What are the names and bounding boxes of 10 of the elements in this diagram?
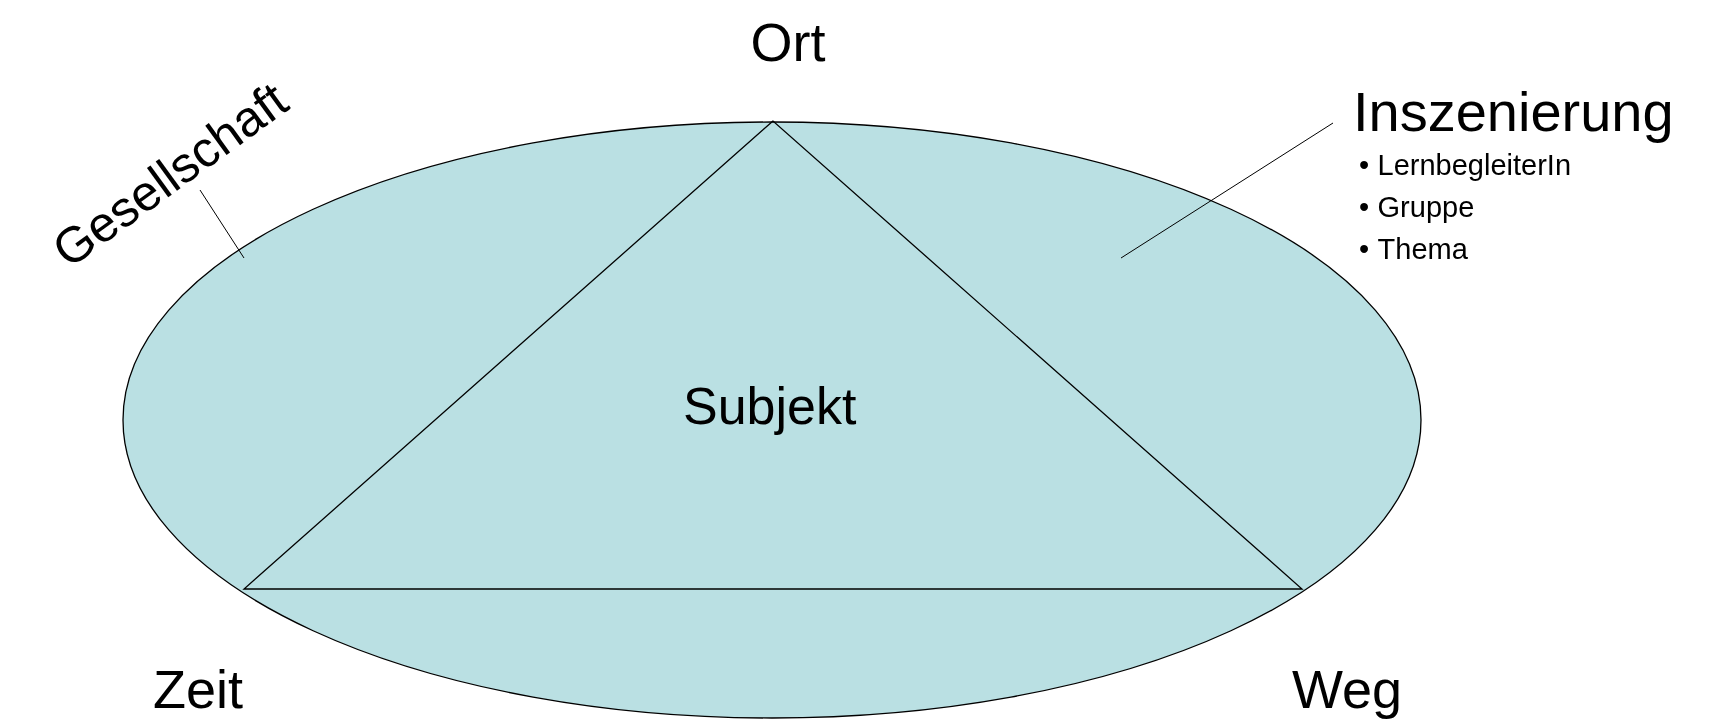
bullet-item: • Thema	[1359, 232, 1469, 267]
bullet-item: • Gruppe	[1359, 190, 1476, 225]
vertex-label: Zeit	[152, 658, 244, 720]
leader-line	[199, 189, 245, 259]
bullet-item: • LernbegleiterIn	[1359, 148, 1573, 183]
center-label: Subjekt	[683, 376, 857, 436]
leader-line	[1120, 122, 1334, 259]
vertex-label: Weg	[1290, 658, 1404, 720]
vertex-label: Ort	[749, 11, 827, 74]
heading: Inszenierung	[1353, 80, 1674, 144]
